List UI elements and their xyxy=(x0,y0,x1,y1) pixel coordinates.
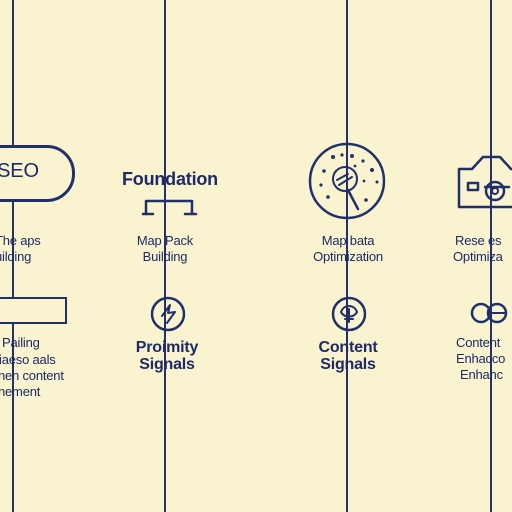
toolbar-bracket-icon xyxy=(141,199,198,216)
linked-circles-icon xyxy=(470,302,508,324)
seo-pill xyxy=(0,145,75,202)
col1-bottom-label-line-4: nement xyxy=(0,384,41,399)
proximity-label-line-2: Signals xyxy=(139,356,195,373)
diagram-guide-line-3 xyxy=(346,0,348,512)
col4-bottom-label-line-2: Enhacco xyxy=(456,351,506,366)
col4-bottom-label-line-3: Enhanc xyxy=(460,367,503,382)
diagram-guide-line-4 xyxy=(490,0,492,512)
diagram-guide-line-1 xyxy=(12,0,14,512)
col4-top-label-line-2: Optimiza xyxy=(453,249,503,264)
signal-icon xyxy=(150,296,186,332)
col1-top-label-line-2: uilding xyxy=(0,249,32,264)
content-signals-label-line-2: Signals xyxy=(320,356,376,373)
content-signal-icon xyxy=(331,296,367,332)
col4-top-label-line-1: Rese es xyxy=(455,233,502,248)
col1-bottom-label-line-1: Pailing xyxy=(2,335,40,350)
map-optimization-label-line-1: Map bata xyxy=(321,233,375,248)
col1-top-label-line-1: The aps xyxy=(0,233,41,248)
content-signals-label-line-1: Content xyxy=(318,339,378,356)
col1-bottom-label-line-2: piaeso aals xyxy=(0,352,56,367)
map-pack-label-line-1: Map Pack xyxy=(136,233,194,248)
rectangle-icon xyxy=(0,297,67,324)
foundation-label: Foundation xyxy=(122,169,218,189)
map-search-icon xyxy=(308,142,386,220)
col1-bottom-label-line-3: nen content xyxy=(0,368,64,383)
seo-label: SEO xyxy=(0,160,39,182)
col4-bottom-label-line-1: Content xyxy=(456,335,501,350)
map-optimization-label-line-2: Optimization xyxy=(313,249,383,264)
proximity-label-line-1: Proimity xyxy=(135,339,199,356)
diagram-guide-line-2 xyxy=(164,0,166,512)
map-pack-label-line-2: Building xyxy=(142,249,188,264)
camera-icon xyxy=(457,155,512,209)
